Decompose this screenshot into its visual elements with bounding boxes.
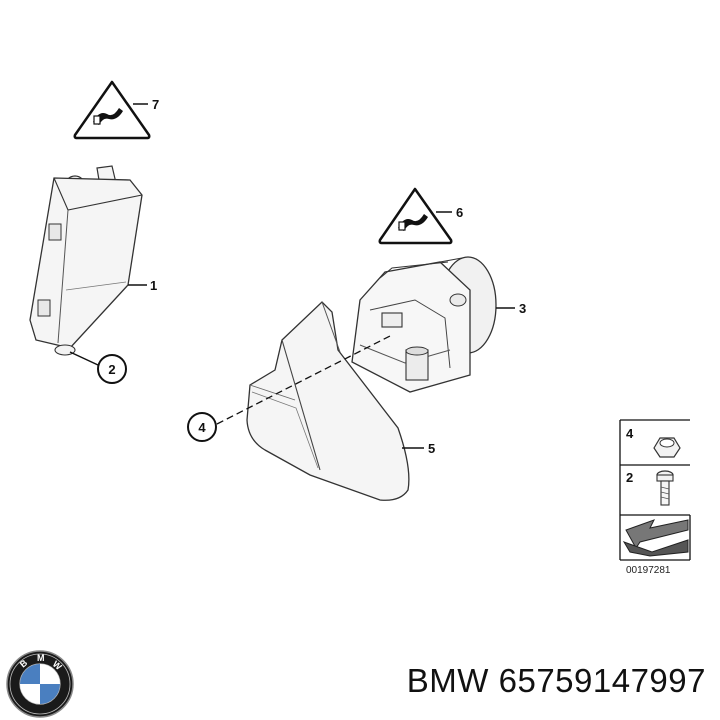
caption-part-number: 65759147997 bbox=[498, 662, 706, 699]
nut-icon bbox=[653, 437, 681, 458]
warning-triangle-icon bbox=[378, 187, 453, 245]
part-caption: BMW 65759147997 bbox=[407, 662, 706, 700]
arrow-icon bbox=[622, 519, 689, 557]
control-unit-part bbox=[29, 165, 143, 356]
cover-part bbox=[246, 301, 410, 501]
callout-circle bbox=[97, 354, 127, 384]
callout-5: 5 bbox=[428, 441, 435, 456]
legend-label-bolt: 2 bbox=[626, 470, 633, 485]
hardware-legend: 4 2 00197281 bbox=[619, 419, 691, 576]
callout-1: 1 bbox=[150, 278, 157, 293]
logo-letter-b: B bbox=[18, 657, 30, 669]
sensor-part bbox=[351, 256, 497, 393]
bolt-icon bbox=[656, 470, 674, 506]
warning-triangle-icon bbox=[73, 80, 151, 140]
leader-line bbox=[69, 351, 99, 366]
reference-number: 00197281 bbox=[626, 565, 671, 576]
caption-brand: BMW bbox=[406, 662, 489, 699]
bmw-logo-icon: B M W bbox=[6, 650, 74, 718]
callout-2: 2 bbox=[108, 362, 115, 377]
callout-3: 3 bbox=[519, 301, 526, 316]
logo-letter-m: M bbox=[37, 653, 45, 663]
callout-4: 4 bbox=[198, 420, 206, 435]
callout-circle bbox=[187, 412, 217, 442]
callout-6: 6 bbox=[456, 205, 463, 220]
callout-7: 7 bbox=[152, 97, 159, 112]
legend-label-nut: 4 bbox=[626, 426, 634, 441]
